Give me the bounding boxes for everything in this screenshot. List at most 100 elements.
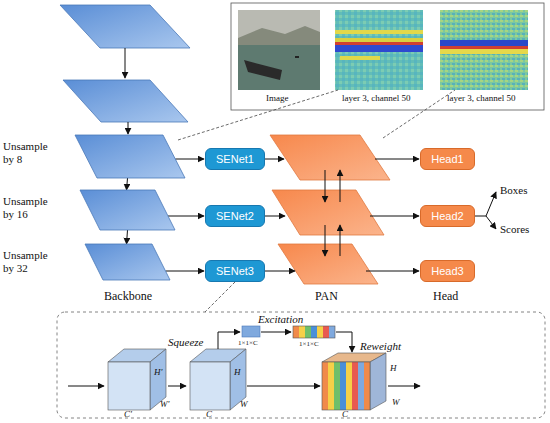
arrow — [261, 332, 291, 333]
heat-band — [440, 40, 528, 46]
scale-label: Unsample by 32 — [3, 249, 61, 275]
text-label: Image — [266, 94, 289, 104]
text-label: Backbone — [104, 290, 152, 303]
arrow — [388, 386, 420, 387]
stripe — [340, 362, 346, 410]
arrow — [265, 159, 284, 160]
scale-label: Unsample by 8 — [3, 140, 61, 166]
text-label: Reweight — [360, 340, 401, 352]
arrow-connector — [127, 230, 128, 244]
output-cube — [322, 353, 386, 410]
boat — [295, 56, 299, 58]
arrow — [325, 225, 326, 256]
text-label: W — [392, 398, 400, 408]
hills — [238, 26, 320, 45]
feature-map-shape — [85, 244, 170, 280]
pan-map — [272, 190, 384, 235]
text-label: Boxes — [500, 184, 528, 196]
feature-map: Unsample by 32 — [85, 244, 170, 280]
stripe — [358, 362, 364, 410]
arrow — [125, 48, 126, 78]
arrow — [68, 386, 104, 387]
vector — [242, 326, 260, 337]
heat-band — [335, 38, 423, 42]
head-box: Head1 — [420, 148, 475, 170]
detail-frame — [57, 312, 545, 418]
stripe — [299, 326, 305, 338]
text-label: C — [342, 410, 348, 420]
parallelogram — [85, 244, 170, 280]
arrow — [325, 170, 326, 202]
heat-texture — [440, 10, 528, 90]
arrow-connector — [127, 178, 128, 190]
leader-line — [178, 90, 338, 140]
text-label: H — [234, 368, 241, 378]
head-box: Head2 — [420, 205, 475, 227]
leader-line — [205, 282, 235, 312]
water — [238, 45, 320, 90]
cube — [108, 349, 166, 410]
feature-map: Unsample by 8 — [75, 135, 185, 178]
pan-map — [270, 135, 390, 180]
stripe — [305, 326, 311, 338]
stripe — [346, 362, 352, 410]
feature-map — [60, 5, 190, 48]
node-text: SENet3 — [216, 265, 254, 277]
cube-side — [370, 353, 386, 410]
senet-box: SENet1 — [205, 148, 265, 170]
text-label: C' — [124, 410, 132, 420]
arrow-connector — [166, 271, 205, 272]
stripe — [328, 362, 334, 410]
heat-band — [440, 46, 528, 49]
cube — [190, 349, 246, 410]
text-label: layer 3, channel 50 — [342, 94, 410, 104]
heatmap — [440, 10, 528, 90]
heat-band — [335, 42, 423, 45]
head-box: Head3 — [420, 260, 475, 282]
text-label: H — [390, 364, 397, 374]
stripe — [352, 362, 358, 410]
photo — [238, 10, 320, 90]
cube-front — [190, 362, 230, 410]
senet-box: SENet2 — [205, 205, 265, 227]
arrow — [265, 271, 295, 272]
node-text: SENet1 — [216, 153, 254, 165]
sky — [238, 10, 320, 90]
stripe — [323, 326, 329, 338]
feature-map: Unsample by 16 — [80, 190, 175, 230]
parallelogram — [80, 190, 175, 230]
stripe — [322, 362, 328, 410]
senet-box: SENet3 — [205, 260, 265, 282]
text-label: C — [206, 410, 212, 420]
arrow — [265, 216, 285, 217]
arrow — [475, 192, 496, 216]
arrow — [340, 170, 341, 202]
stripe — [311, 326, 317, 338]
heat-texture — [335, 10, 423, 90]
arrow — [336, 332, 352, 352]
stripe — [334, 362, 340, 410]
arrow-connector — [168, 216, 204, 217]
heat-bg — [335, 10, 423, 90]
arrow-connector — [175, 159, 204, 160]
text-label: Squeeze — [168, 336, 203, 348]
stripe — [293, 326, 299, 338]
text-label: W' — [160, 400, 169, 410]
arrow — [370, 216, 419, 217]
parallelogram — [75, 135, 185, 178]
stripe — [364, 362, 370, 410]
arrow — [218, 332, 240, 349]
feature-map-shape — [80, 190, 175, 230]
heat-band — [440, 49, 528, 54]
heat-band — [335, 30, 423, 34]
heat-bg — [440, 10, 528, 90]
arrow — [247, 386, 320, 387]
node-text: Head3 — [431, 265, 463, 277]
text-label: Excitation — [258, 313, 303, 325]
heatmap — [335, 10, 423, 90]
text-label: 1×1×C — [299, 341, 319, 349]
arrow — [128, 122, 129, 134]
inset-frame — [231, 3, 544, 110]
heat-band — [335, 45, 423, 52]
